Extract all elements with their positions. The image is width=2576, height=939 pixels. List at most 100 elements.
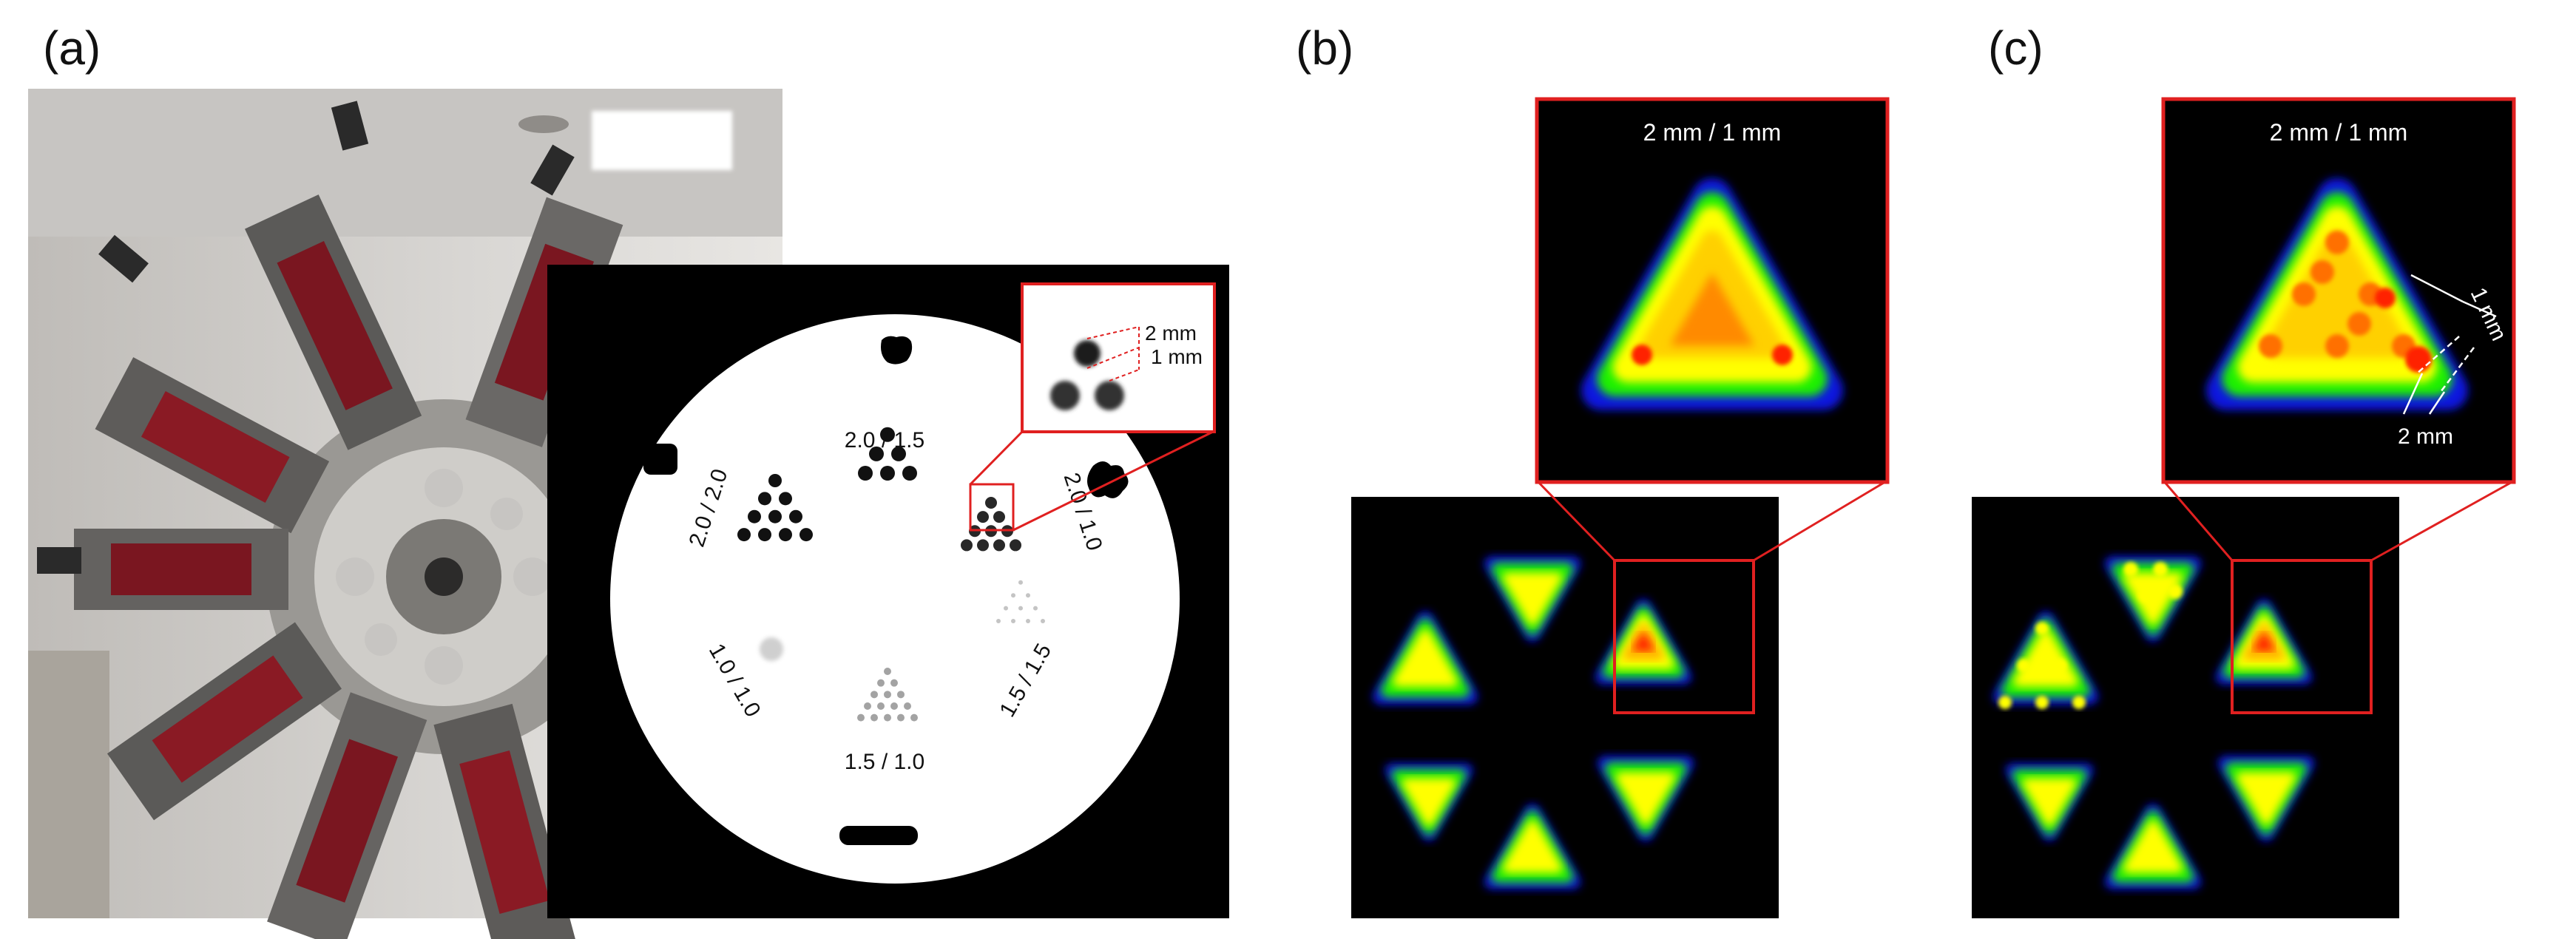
heatmap-spots-c <box>1993 556 2314 889</box>
rod-dot <box>993 511 1005 523</box>
heat-blob <box>2123 820 2183 873</box>
rod-dot <box>890 679 898 687</box>
rod-dot <box>1026 593 1030 598</box>
rod-dot <box>760 637 783 661</box>
rod-dot <box>799 528 813 542</box>
heat-blob <box>2168 584 2183 599</box>
rod-dot <box>758 528 771 542</box>
heat-blob <box>1998 696 2012 709</box>
rod-dot <box>768 509 782 523</box>
rod-dot <box>1041 619 1045 623</box>
heat-blob <box>2035 696 2049 709</box>
rod-dot <box>993 539 1005 552</box>
heat-blob <box>2123 562 2138 577</box>
zoom-label-c: 2 mm / 1 mm <box>2270 119 2408 146</box>
heat-blob <box>1632 632 1654 651</box>
rod-dot <box>858 466 873 481</box>
heat-blob <box>1502 572 1563 626</box>
rod-dot <box>977 539 989 552</box>
rod-dot <box>864 702 871 710</box>
heat-blob <box>1402 778 1456 827</box>
rod-dot <box>985 497 997 509</box>
heat-blob <box>2035 622 2049 635</box>
section-label-1.5-1.0: 1.5 / 1.0 <box>845 750 924 774</box>
heat-blob <box>2138 588 2153 603</box>
heat-blob <box>2054 659 2067 672</box>
rod-dot <box>871 713 878 722</box>
rod-dot <box>897 691 905 699</box>
panel-label-b: (b) <box>1296 21 1354 75</box>
zoom-heatmap-c <box>2206 178 2468 410</box>
rod-dot <box>789 509 802 523</box>
rod-dot <box>768 474 782 487</box>
zoom-label-b: 2 mm / 1 mm <box>1643 119 1782 146</box>
heat-blob <box>2072 696 2086 709</box>
heat-blob <box>2292 282 2316 306</box>
rod-dot <box>1026 619 1030 623</box>
panel-b: 2 mm / 1 mm <box>1351 97 1890 918</box>
rod-dot <box>1018 606 1023 611</box>
rod-dot <box>737 528 751 542</box>
annot-2mm: 2 mm <box>2398 424 2453 449</box>
rod-dot <box>897 713 905 722</box>
panel-c: 2 mm / 1 mm 1 mm 2 mm <box>1972 97 2516 918</box>
heat-blob <box>2236 772 2296 825</box>
rod-dot <box>1033 606 1038 611</box>
highlight-box <box>969 483 1015 532</box>
rod-dot <box>996 619 1001 623</box>
phantom-image: 2.0 / 1.5 2.0 / 1.0 1.5 / 1.5 1.5 / 1.0 … <box>547 265 1229 918</box>
rod-dot <box>869 446 884 461</box>
phantom-disc <box>610 314 1180 884</box>
rod-dot <box>884 691 891 699</box>
rod-dot <box>884 668 891 675</box>
rod-dot <box>910 713 918 722</box>
inset-label-1mm: 1 mm <box>1151 345 1203 368</box>
zoom-heatmap-b <box>1581 178 1843 410</box>
inset-label-2mm: 2 mm <box>1145 322 1197 345</box>
rod-dot <box>779 528 792 542</box>
heat-blob <box>2325 334 2349 358</box>
heat-blob <box>2325 231 2349 254</box>
heat-blob <box>2375 288 2396 308</box>
rod-dot <box>877 679 885 687</box>
rod-dot <box>1018 580 1023 585</box>
section-label-2.0-1.5: 2.0 / 1.5 <box>845 428 924 452</box>
heat-blob <box>2347 312 2371 336</box>
heat-blob <box>1615 772 1676 825</box>
heat-blob <box>1670 272 1754 346</box>
rod-dot <box>891 446 906 461</box>
heat-blob <box>1502 820 1563 873</box>
heatmap-spots-b <box>1373 556 1694 889</box>
heat-blob <box>1772 345 1793 365</box>
rod-dot <box>748 509 761 523</box>
rod-dot <box>758 492 771 506</box>
rod-dot <box>880 427 895 442</box>
highlight-box-b <box>1613 559 1755 714</box>
rod-dot <box>880 466 895 481</box>
rod-dot <box>904 702 911 710</box>
rod-dot <box>884 713 891 722</box>
rod-dot <box>1004 606 1008 611</box>
rod-dot <box>1010 539 1021 552</box>
ceiling-light-icon <box>592 111 732 170</box>
rod-dot <box>1011 619 1015 623</box>
rod-dot <box>902 466 917 481</box>
heat-blob <box>1632 345 1652 365</box>
heat-blob <box>2153 562 2168 577</box>
panel-label-a: (a) <box>43 21 101 75</box>
heat-blob <box>2253 632 2275 651</box>
rod-dot <box>890 702 898 710</box>
rod-dot <box>1011 593 1015 598</box>
rod-dot <box>961 539 973 552</box>
heat-blob <box>2017 659 2030 672</box>
heat-blob <box>2022 778 2077 827</box>
rod-dot <box>977 511 989 523</box>
inset-zoom <box>1021 282 1216 433</box>
rod-dot <box>877 702 885 710</box>
heat-blob <box>1393 629 1458 687</box>
rod-dot <box>779 492 792 506</box>
heat-blob <box>2310 260 2334 284</box>
rod-dot <box>857 713 865 722</box>
highlight-box-c <box>2231 559 2373 714</box>
